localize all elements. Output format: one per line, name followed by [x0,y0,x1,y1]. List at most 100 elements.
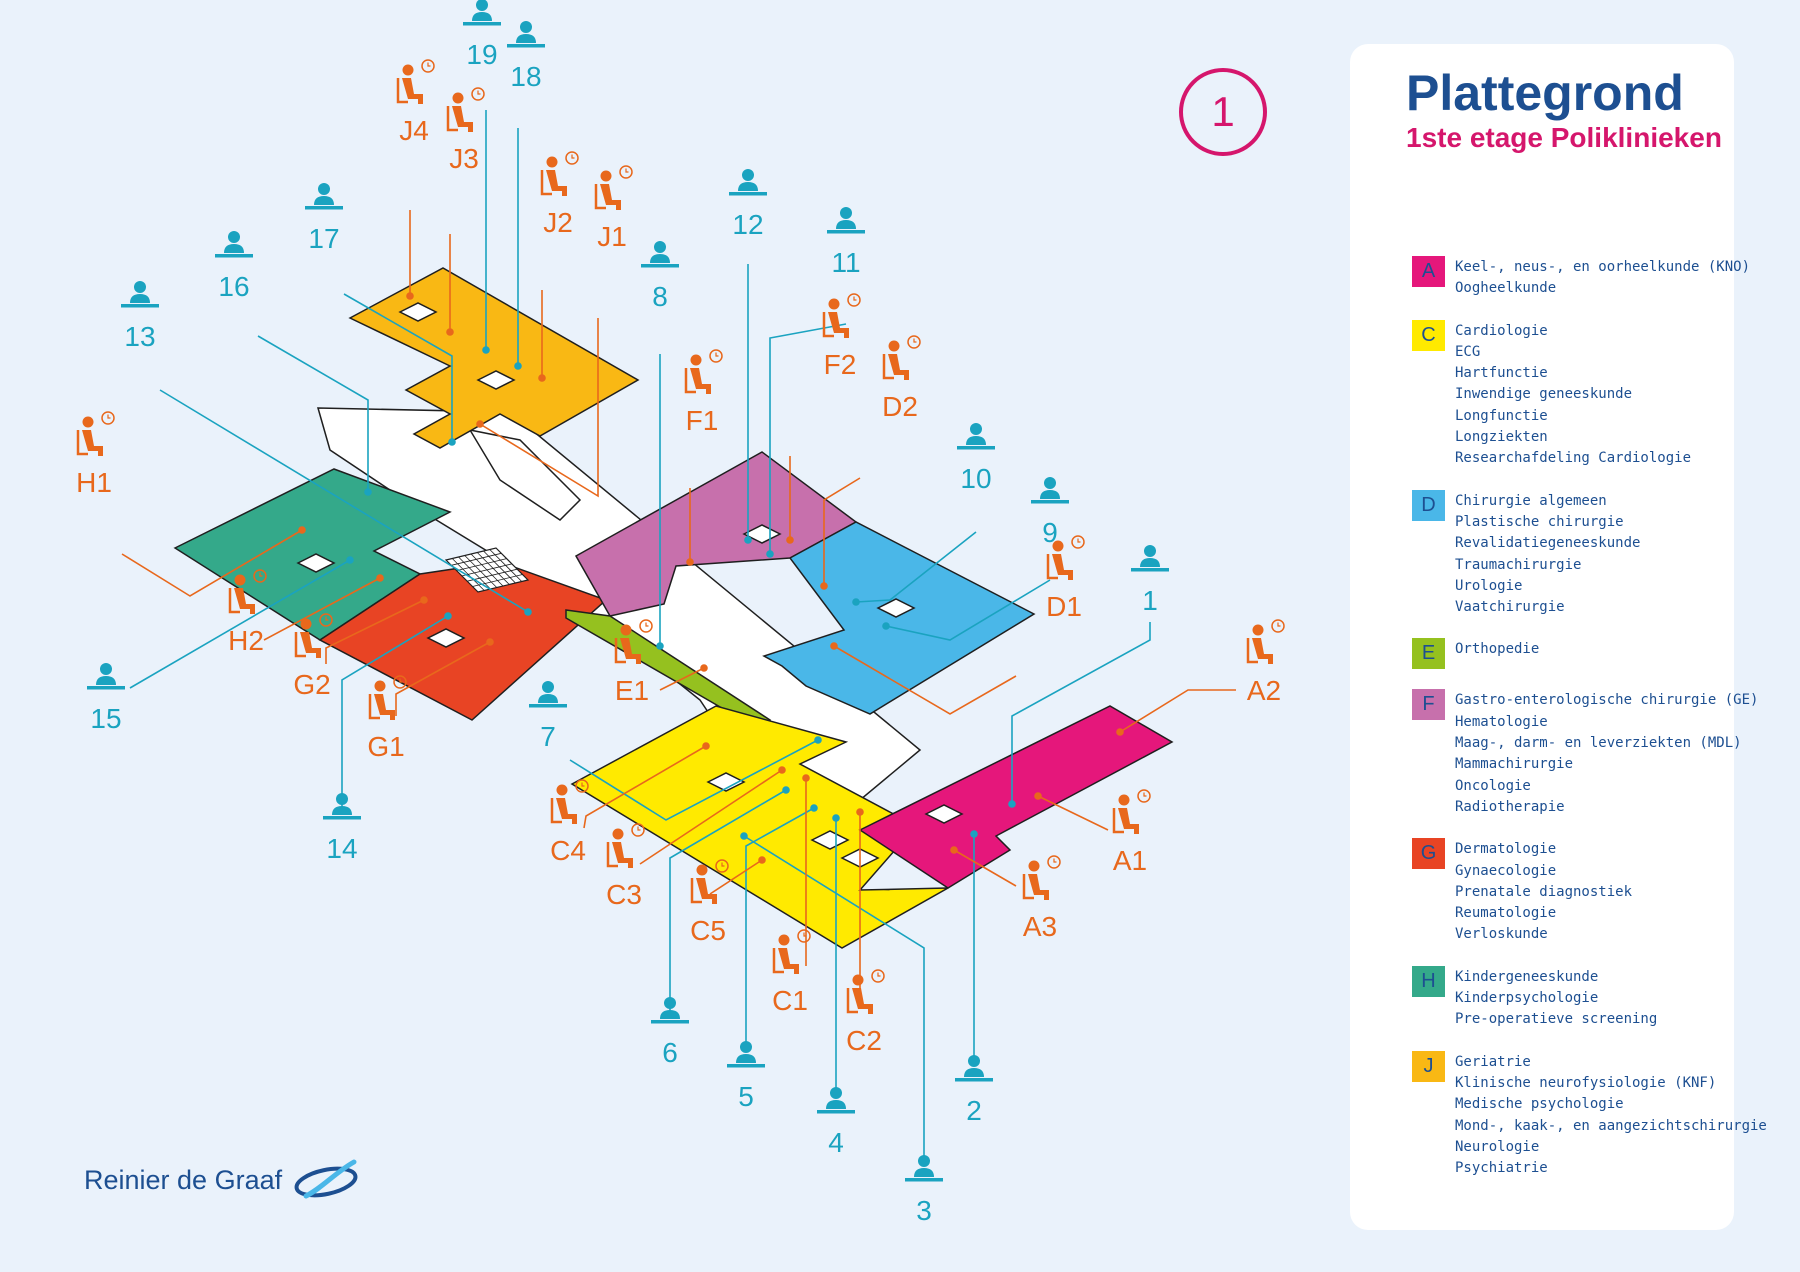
legend-item: Pre-operatieve screening [1455,1011,1658,1028]
waiting-area-icon [294,613,333,658]
waiting-label: C2 [846,1025,882,1056]
location-dot [820,582,828,590]
legend-item: Hematologie [1455,713,1548,730]
location-dot [420,596,428,604]
desk-label: 1 [1142,585,1158,616]
desk-label: 19 [466,39,497,70]
legend-item: Verloskunde [1455,926,1548,943]
leader-line [263,577,381,641]
reception-desk-icon [463,0,501,26]
location-dot [1008,800,1016,808]
legend-item: Maag-, darm- en leverziekten (MDL) [1455,735,1742,752]
location-dot [814,736,822,744]
leader-line [669,789,787,1010]
location-dot [346,556,354,564]
legend-swatch: C [1412,319,1445,351]
legend-item: Longziekten [1455,429,1548,446]
legend-item: Cardiologie [1455,322,1548,339]
leader-line [129,559,351,689]
legend-items: Orthopedie [1455,639,1539,660]
leader-line [341,615,449,812]
zone-a [858,705,1174,889]
waiting-label: J3 [449,143,479,174]
room-marker [924,804,964,824]
waiting-area-icon [228,569,267,614]
location-dot [524,608,532,616]
waiting-label: F1 [686,405,719,436]
legend-swatch: A [1412,256,1445,287]
waiting-area-icon [1022,855,1061,900]
reception-desk-icon [1031,477,1069,504]
desk-label: 9 [1042,517,1058,548]
room-marker [398,302,438,322]
reception-desk-icon [817,1087,855,1114]
legend-item: Dermatologie [1455,841,1557,858]
desk-label: 5 [738,1081,754,1112]
waiting-area-icon [540,151,579,196]
corridor [468,428,582,521]
waiting-area-icon [822,293,861,338]
desk-label: 12 [732,209,763,240]
room-marker [426,628,466,648]
reception-desk-icon [955,1055,993,1082]
waiting-label: A2 [1247,675,1281,706]
legend-item: Urologie [1455,577,1523,594]
waiting-area-icon [614,619,653,664]
desk-label: 4 [828,1127,844,1158]
leader-line [343,293,453,442]
waiting-label: A3 [1023,911,1057,942]
stair-grid [444,547,530,593]
leader-line [257,335,369,492]
waiting-label: J2 [543,207,573,238]
waiting-area-icon [1046,535,1085,580]
waiting-label: D2 [882,391,918,422]
location-dot [970,830,978,838]
waiting-area-icon [368,675,407,720]
logo-text: Reinier de Graaf [84,1164,283,1195]
legend-item: Chirurgie algemeen [1455,492,1607,509]
waiting-label: A1 [1113,845,1147,876]
reception-desk-icon [529,681,567,708]
location-dot [376,574,384,582]
legend-subtitle: 1ste etage Poliklinieken [1406,122,1722,153]
waiting-label: H1 [76,467,112,498]
legend-item: Kindergeneeskunde [1455,968,1599,985]
legend-item: ECG [1455,343,1481,360]
room-marker [706,772,746,792]
legend-item: Mammachirurgie [1455,756,1574,773]
location-dot [950,846,958,854]
waiting-area-icon [606,823,645,868]
location-dot [882,622,890,630]
legend-item: Traumachirurgie [1455,556,1582,573]
waiting-area-icon [550,779,589,824]
reception-desk-icon [729,169,767,196]
waiting-label: E1 [615,675,649,706]
leader-line [855,531,977,603]
leader-line [823,477,861,586]
leader-line [325,599,425,664]
location-dot [766,550,774,558]
legend-item: Hartfunctie [1455,365,1548,382]
leader-line [745,807,815,1052]
legend-title: Plattegrond [1406,65,1684,121]
waiting-label: C5 [690,915,726,946]
reception-desk-icon [1131,545,1169,572]
reception-desk-icon [827,207,865,234]
leader-line [1119,689,1236,733]
location-dot [406,292,414,300]
desk-label: 6 [662,1037,678,1068]
leader-line [583,745,707,829]
legend-item: Inwendige geneeskunde [1455,386,1633,403]
location-dot [482,346,490,354]
legend-item: Longfunctie [1455,407,1548,424]
location-dot [856,808,864,816]
floor-number: 1 [1211,88,1235,135]
legend-item: Kinderpsychologie [1455,990,1599,1007]
